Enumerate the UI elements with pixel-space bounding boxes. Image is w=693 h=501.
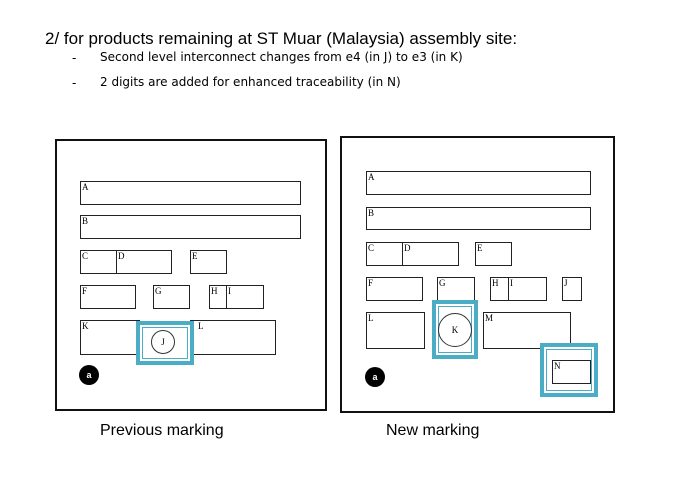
bullet-2: 2 digits are added for enhanced traceabi… — [100, 75, 401, 89]
logo-a: a — [79, 365, 99, 385]
field-h: H — [490, 277, 510, 301]
field-f: F — [366, 277, 423, 301]
new-caption: New marking — [386, 422, 480, 439]
field-d: D — [116, 250, 172, 274]
bullet-marker: - — [72, 75, 77, 90]
field-c: C — [80, 250, 118, 274]
field-f: F — [80, 285, 136, 309]
field-e: E — [475, 242, 512, 266]
field-b: B — [366, 207, 591, 230]
field-b: B — [80, 215, 301, 239]
bullet-marker: - — [72, 50, 77, 65]
field-i: I — [226, 285, 264, 309]
field-d: D — [402, 242, 459, 266]
field-l: L — [190, 320, 276, 355]
interconnect-circle-k: K — [438, 313, 472, 347]
field-l: L — [366, 312, 425, 349]
heading: 2/ for products remaining at ST Muar (Ma… — [45, 29, 518, 48]
field-m: M — [483, 312, 571, 349]
field-j: J — [562, 277, 582, 301]
logo-a: a — [365, 367, 385, 387]
field-i: I — [508, 277, 547, 301]
field-g: G — [437, 277, 475, 301]
field-e: E — [190, 250, 227, 274]
bullet-1: Second level interconnect changes from e… — [100, 50, 463, 64]
previous-marking-panel — [55, 139, 327, 411]
new-marking-panel — [340, 136, 615, 413]
field-c: C — [366, 242, 404, 266]
previous-caption: Previous marking — [100, 422, 224, 439]
field-h: H — [209, 285, 228, 309]
field-n: N — [552, 360, 591, 384]
interconnect-circle-j: J — [151, 330, 175, 354]
field-g: G — [153, 285, 190, 309]
field-a: A — [366, 171, 591, 195]
field-a: A — [80, 181, 301, 205]
field-k: K — [80, 320, 140, 355]
